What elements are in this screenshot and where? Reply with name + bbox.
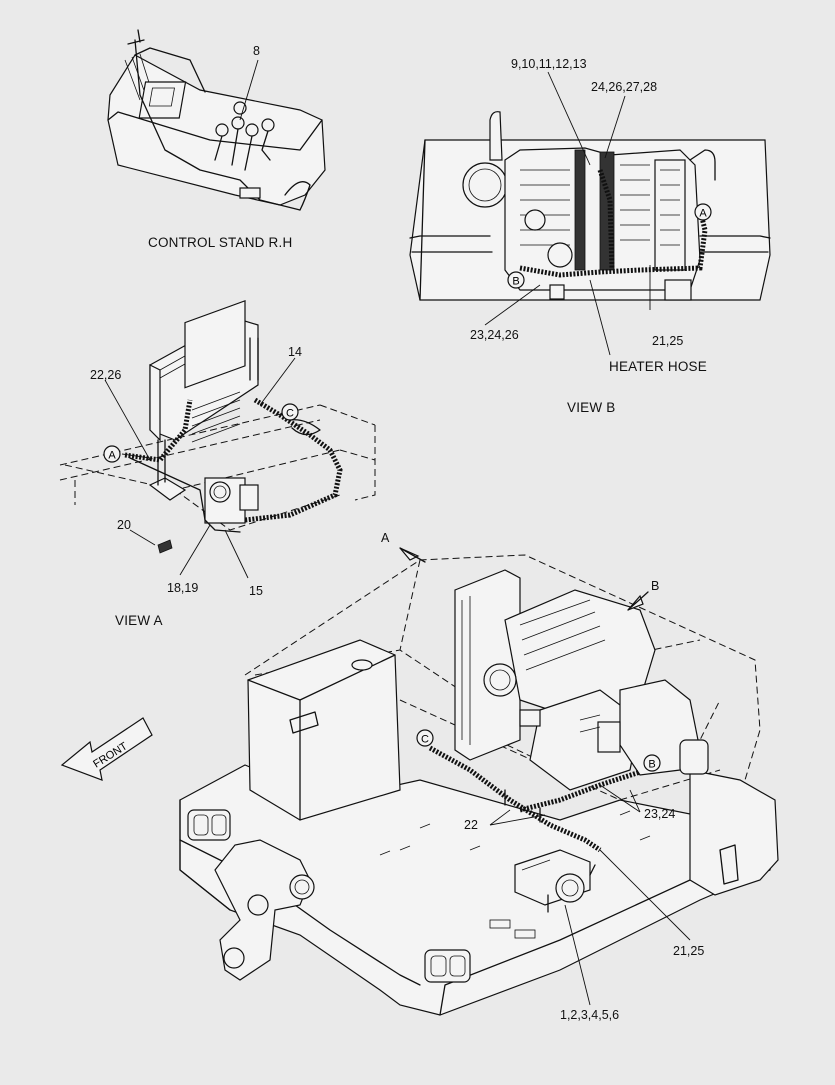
svg-text:B: B bbox=[648, 759, 655, 771]
callout-15: 15 bbox=[249, 584, 263, 598]
caption-view-a: VIEW A bbox=[115, 613, 163, 628]
svg-text:A: A bbox=[108, 450, 116, 462]
caption-view-b: VIEW B bbox=[567, 400, 616, 415]
callout-22: 22 bbox=[464, 818, 478, 832]
view-a-drawing bbox=[59, 300, 376, 554]
marker-b-chassis: B bbox=[643, 754, 661, 772]
marker-b-view-b: B bbox=[507, 271, 525, 289]
callout-20: 20 bbox=[117, 518, 131, 532]
view-arrow-b-label: B bbox=[651, 579, 660, 593]
callout-14: 14 bbox=[288, 345, 302, 359]
marker-c-view-a: C bbox=[281, 403, 299, 421]
chassis-drawing: FRONT bbox=[60, 547, 779, 1016]
callout-23-24: 23,24 bbox=[644, 807, 676, 821]
svg-text:A: A bbox=[699, 208, 707, 220]
markers: A B C A C B bbox=[103, 203, 712, 772]
marker-a-view-b: A bbox=[694, 203, 712, 221]
svg-text:C: C bbox=[286, 408, 294, 420]
leader-lines bbox=[104, 59, 691, 1006]
callout-21-25-bottom: 21,25 bbox=[673, 944, 705, 958]
callout-18-19: 18,19 bbox=[167, 581, 199, 595]
view-arrow-a-label: A bbox=[381, 531, 390, 545]
svg-text:B: B bbox=[512, 276, 519, 288]
marker-c-chassis: C bbox=[416, 729, 434, 747]
callout-24-28: 24,26,27,28 bbox=[591, 80, 658, 94]
callout-9-13: 9,10,11,12,13 bbox=[511, 57, 587, 71]
view-b-drawing bbox=[409, 111, 771, 301]
callout-23-24-26: 23,24,26 bbox=[470, 328, 519, 342]
callout-21-25-top: 21,25 bbox=[652, 334, 684, 348]
svg-text:C: C bbox=[421, 734, 429, 746]
callout-1-6: 1,2,3,4,5,6 bbox=[560, 1008, 620, 1022]
caption-heater-hose: HEATER HOSE bbox=[609, 359, 707, 374]
caption-control-stand: CONTROL STAND R.H bbox=[148, 235, 293, 250]
callout-8: 8 bbox=[253, 44, 260, 58]
control-stand-drawing bbox=[107, 29, 326, 211]
callout-22-26: 22,26 bbox=[90, 368, 122, 382]
marker-a-view-a: A bbox=[103, 445, 121, 463]
